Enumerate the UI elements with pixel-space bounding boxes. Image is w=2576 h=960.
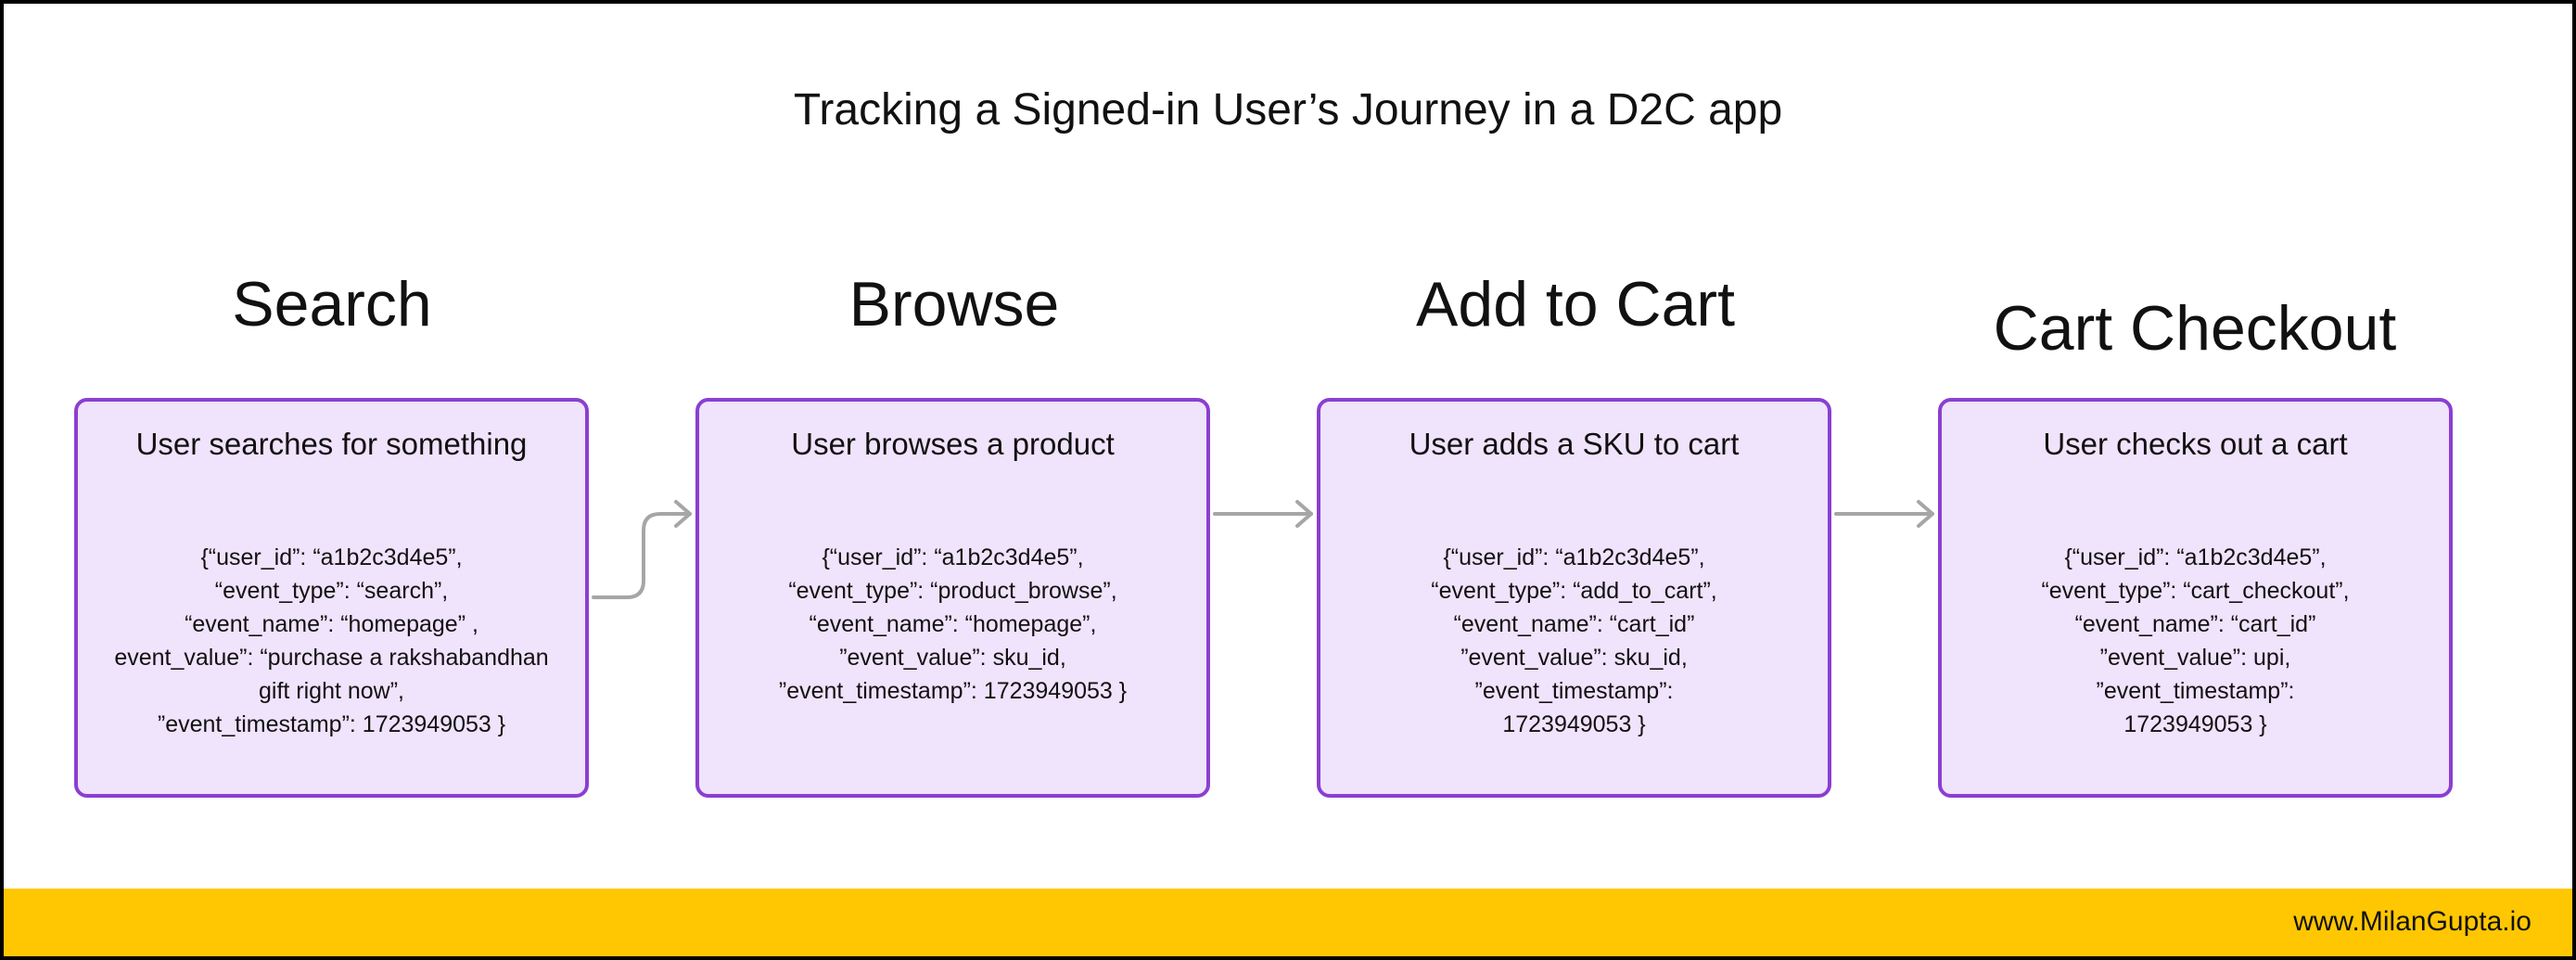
event-payload: {“user_id”: “a1b2c3d4e5”, “event_type”: …: [778, 544, 1128, 704]
stage-title-cart-checkout: Cart Checkout: [1993, 293, 2397, 364]
event-payload: {“user_id”: “a1b2c3d4e5”, “event_type”: …: [1431, 544, 1717, 737]
connector-search-to-browse: [592, 512, 692, 599]
stage-box-cart-checkout: User checks out a cart {“user_id”: “a1b2…: [1938, 398, 2453, 798]
event-payload: {“user_id”: “a1b2c3d4e5”, “event_type”: …: [2041, 544, 2350, 737]
diagram-title: Tracking a Signed-in User’s Journey in a…: [793, 85, 1783, 134]
footer-website: www.MilanGupta.io: [2293, 906, 2531, 937]
stage-box-add-to-cart: User adds a SKU to cart {“user_id”: “a1b…: [1317, 398, 1831, 798]
stage-box-heading: User checks out a cart: [2043, 427, 2348, 461]
stage-title-search: Search: [232, 269, 432, 339]
stage-box-browse: User browses a product {“user_id”: “a1b2…: [695, 398, 1210, 798]
stage-box-heading: User adds a SKU to cart: [1409, 427, 1740, 461]
stage-title-add-to-cart: Add to Cart: [1416, 269, 1735, 339]
stage-title-browse: Browse: [848, 269, 1060, 339]
arrowhead-browse-to-add-to-cart: [1295, 500, 1313, 528]
stage-box-search: User searches for something {“user_id”: …: [74, 398, 589, 798]
stage-box-heading: User browses a product: [791, 427, 1115, 461]
footer-band: www.MilanGupta.io: [4, 889, 2572, 956]
event-payload: {“user_id”: “a1b2c3d4e5”, “event_type”: …: [114, 544, 549, 737]
arrowhead-add-to-cart-to-checkout: [1917, 500, 1934, 528]
arrowhead-search-to-browse: [674, 500, 692, 528]
stage-box-heading: User searches for something: [135, 427, 528, 461]
